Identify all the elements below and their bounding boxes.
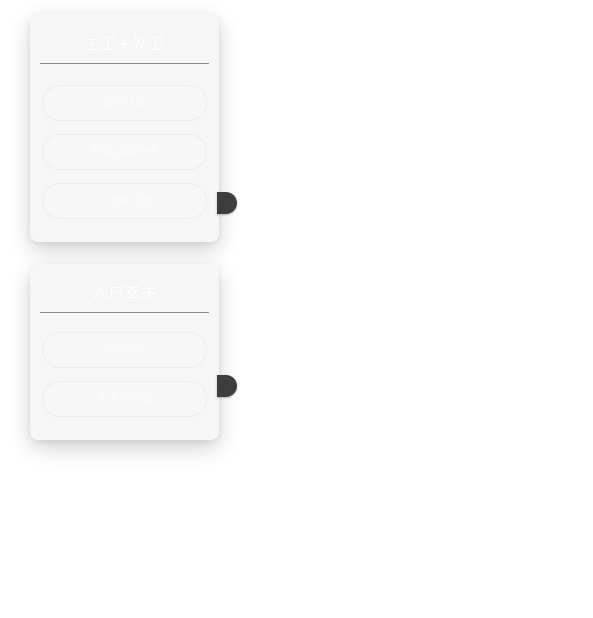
drag-handle[interactable]: [217, 375, 237, 397]
group-card-entrance: 入户玄关 智能门锁 人体传感器: [30, 264, 219, 440]
option-button-smart-toilet[interactable]: 智能马桶: [42, 85, 207, 121]
drag-handle[interactable]: [217, 192, 237, 214]
option-button-smart-lock[interactable]: 智能门锁: [42, 332, 207, 368]
title-divider: [40, 312, 209, 313]
option-button-motion-sensor[interactable]: 人体传感器: [42, 183, 207, 219]
option-list: 智能马桶 智能浴霸开关 人体传感器: [30, 64, 219, 219]
option-button-motion-sensor[interactable]: 人体传感器: [42, 381, 207, 417]
option-list: 智能门锁 人体传感器: [30, 313, 219, 417]
group-card-bathroom: 主卫+外卫 智能马桶 智能浴霸开关 人体传感器: [30, 13, 219, 242]
title-divider: [40, 63, 209, 64]
group-title: 入户玄关: [91, 283, 158, 302]
group-title: 主卫+外卫: [84, 34, 165, 53]
option-button-bath-heater-switch[interactable]: 智能浴霸开关: [42, 134, 207, 170]
